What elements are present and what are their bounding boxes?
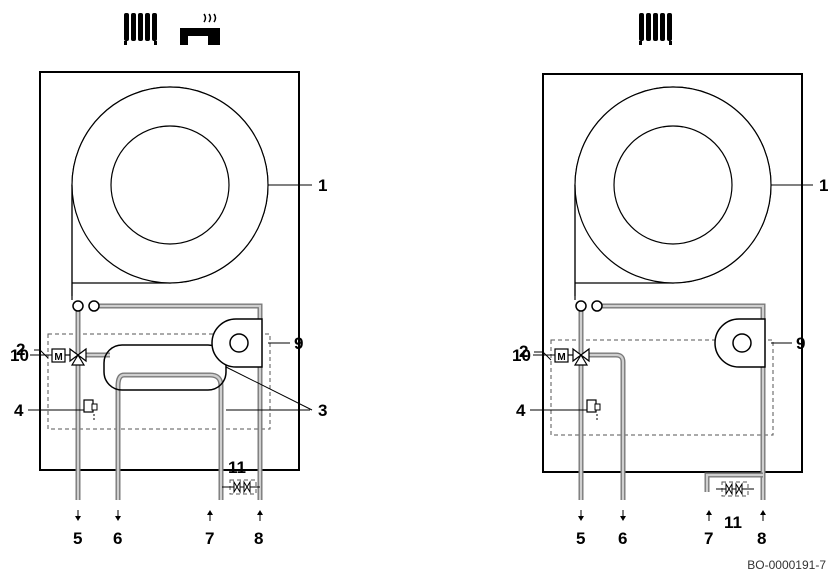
label-6: 6 [618,529,627,548]
label-8: 8 [254,529,263,548]
label-4: 4 [516,401,526,420]
three-way-valve: M [554,347,590,366]
hydraulic-block-outline [47,333,271,430]
safety-valve [83,399,98,422]
label-8: 8 [757,529,766,548]
label-9: 9 [796,334,805,353]
safety-valve [586,399,601,422]
connection-arrows [578,510,766,521]
label-5: 5 [576,529,585,548]
three-way-valve: M [51,347,87,366]
burner-ring [613,125,733,245]
burner-ring [110,125,230,245]
label-4: 4 [14,401,24,420]
label-6: 6 [113,529,122,548]
diagram-combi: M [10,13,327,548]
pipe-network [578,303,766,500]
pipe-network [75,303,263,500]
bypass-valve [222,479,260,495]
connection-arrows [75,510,263,521]
label-10: 10 [512,346,531,365]
pump [211,318,263,368]
label-3: 3 [318,401,327,420]
radiator-icon [639,13,672,45]
label-7: 7 [205,529,214,548]
label-1: 1 [318,176,327,195]
label-9: 9 [294,334,303,353]
valve-motor-letter: M [54,352,62,363]
tap-icon [180,13,220,45]
label-7: 7 [704,529,713,548]
bypass-valve [704,472,763,497]
reference-code: BO-0000191-7 [747,558,826,572]
leader-lines [530,184,813,411]
label-10: 10 [10,346,29,365]
pump [714,318,766,368]
label-11: 11 [724,513,742,532]
leader-lines [28,184,313,411]
label-2: 2 [16,340,25,359]
radiator-icon [124,13,157,45]
label-11: 11 [228,458,246,477]
label-5: 5 [73,529,82,548]
diagram-heating-only: M [512,13,828,548]
valve-motor-letter: M [557,352,565,363]
label-2: 2 [519,342,528,361]
hydraulic-block-outline [550,339,774,436]
label-1: 1 [819,176,828,195]
